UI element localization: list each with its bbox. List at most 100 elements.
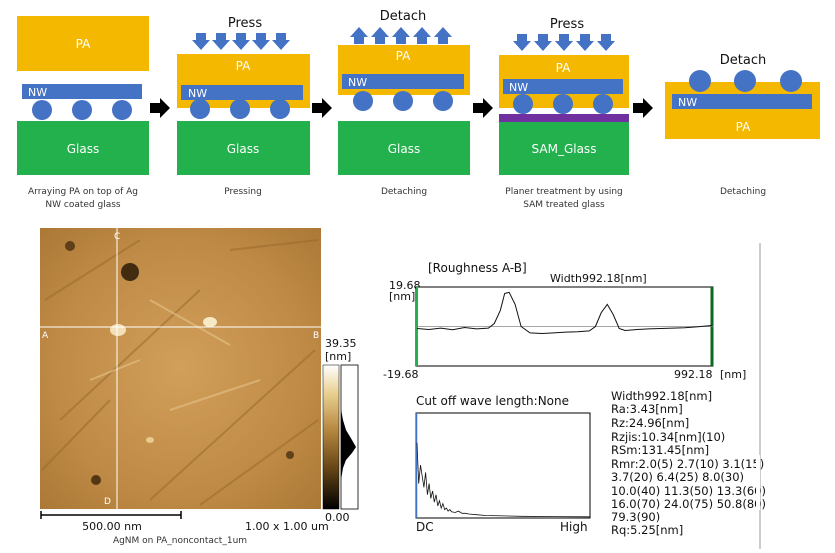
- x-max-label: 992.18: [674, 368, 713, 381]
- stat-line: 79.3(90): [611, 510, 660, 524]
- stat-line: Rmr:2.0(5) 2.7(10) 3.1(15): [611, 457, 764, 471]
- pa-block: [17, 16, 149, 71]
- stat-line: Rz:24.96[nm]: [611, 416, 689, 430]
- nw-strip: [672, 94, 812, 109]
- spectrum-plot-frame: [415, 412, 591, 519]
- roughness-title: [Roughness A-B]: [428, 261, 527, 275]
- stats-clip: [756, 455, 760, 510]
- detach-label: Detach: [720, 53, 766, 68]
- glass-block: [177, 121, 310, 175]
- up-arrow-icon: [413, 27, 431, 44]
- nw-strip: [22, 84, 142, 99]
- y-min-label: -19.68: [383, 368, 418, 381]
- nanowire-dot: [230, 99, 250, 119]
- step-4: Press PA NW SAM_Glass Planer treatment b…: [499, 17, 629, 210]
- spectrum-series-line: [416, 442, 591, 518]
- glass-label: Glass: [67, 142, 100, 156]
- sam-layer: [499, 114, 629, 122]
- step-caption: NW coated glass: [45, 200, 121, 210]
- afm-scan: [40, 228, 321, 509]
- afm-texture: [41, 239, 319, 506]
- nanowire-dot: [513, 94, 533, 114]
- marker-b: B: [313, 331, 319, 341]
- up-arrow-icon: [392, 27, 410, 44]
- y-unit-label: [nm]: [389, 290, 415, 303]
- scale-bar-label: 500.00 nm: [82, 520, 142, 533]
- step-caption: Planer treatment by using: [505, 187, 622, 197]
- nw-label: NW: [188, 87, 207, 100]
- roughness-stats: Width992.18[nm] Ra:3.43[nm] Rz:24.96[nm]…: [611, 389, 766, 537]
- step-caption: SAM treated glass: [523, 200, 605, 210]
- glass-label: Glass: [388, 142, 421, 156]
- step-3: Detach PA NW Glass Detaching: [338, 9, 470, 197]
- press-label: Press: [228, 16, 262, 31]
- x-unit-label: [nm]: [720, 368, 746, 381]
- nanowire-dot: [689, 70, 711, 92]
- nanowire-dot: [734, 70, 756, 92]
- step-caption: Pressing: [224, 187, 262, 197]
- step-2: Press PA NW Glass Pressing: [177, 16, 310, 197]
- step-1: PA NW Glass Arraying PA on top of Ag NW …: [17, 16, 149, 210]
- roughness-profile: [Roughness A-B] Width992.18[nm] 19.68 [n…: [383, 261, 746, 381]
- process-arrow: [312, 98, 332, 118]
- detach-label: Detach: [380, 9, 426, 24]
- pa-label: PA: [736, 120, 751, 134]
- marker-a: A: [42, 331, 49, 341]
- up-arrow-icon: [371, 27, 389, 44]
- stat-line: Width992.18[nm]: [611, 389, 712, 403]
- down-arrow-icon: [576, 34, 594, 51]
- step-caption: Detaching: [720, 187, 766, 197]
- stat-line: 16.0(70) 24.0(75) 50.8(80): [611, 497, 766, 511]
- nanowire-dot: [190, 99, 210, 119]
- afm-caption: AgNM on PA_noncontact_1um: [113, 536, 247, 546]
- process-arrow: [633, 98, 653, 118]
- roughness-width: Width992.18[nm]: [550, 272, 647, 285]
- process-arrow: [150, 98, 170, 118]
- afm-particle: [203, 317, 217, 327]
- nanowire-dot: [353, 91, 373, 111]
- down-arrow-icon: [192, 33, 210, 50]
- down-arrow-icon: [555, 34, 573, 51]
- y-max-label: 19.68: [389, 279, 421, 292]
- afm-image: A B C D 39.35 [nm] 0.00 500.00 nm 1.00 x…: [40, 228, 359, 546]
- nw-strip: [181, 85, 303, 100]
- glass-label: Glass: [227, 142, 260, 156]
- nw-strip: [503, 79, 623, 94]
- spectrum-high-label: High: [560, 520, 588, 534]
- glass-block: [17, 121, 149, 175]
- stat-line: RSm:131.45[nm]: [611, 443, 709, 457]
- marker-c: C: [114, 232, 120, 242]
- spectrum-low-label: DC: [416, 520, 434, 534]
- pa-label: PA: [556, 61, 571, 75]
- up-arrow-icon: [350, 27, 368, 44]
- nanowire-dot: [270, 99, 290, 119]
- marker-d: D: [104, 497, 111, 507]
- nw-strip: [342, 74, 464, 89]
- down-arrow-icon: [513, 34, 531, 51]
- nanowire-dot: [393, 91, 413, 111]
- stat-line: Rq:5.25[nm]: [611, 523, 683, 537]
- step-caption: Arraying PA on top of Ag: [28, 187, 138, 197]
- down-arrow-icon: [534, 34, 552, 51]
- step-caption: Detaching: [381, 187, 427, 197]
- down-arrow-icon: [252, 33, 270, 50]
- spectrum-panel: Cut off wave length:None DC High: [415, 394, 591, 534]
- down-arrow-icon: [597, 34, 615, 51]
- press-label: Press: [550, 17, 584, 32]
- cutoff-label: Cut off wave length:None: [416, 394, 569, 408]
- process-arrow: [473, 98, 493, 118]
- colorbar: [322, 364, 340, 510]
- stat-line: 3.7(20) 6.4(25) 8.0(30): [611, 470, 744, 484]
- nanowire-dot: [433, 91, 453, 111]
- nw-label: NW: [678, 96, 697, 109]
- nw-label: NW: [509, 81, 528, 94]
- pa-label: PA: [396, 49, 411, 63]
- up-arrow-icon: [434, 27, 452, 44]
- colorbar-min: 0.00: [325, 511, 350, 524]
- stat-line: 10.0(40) 11.3(50) 13.3(60): [611, 484, 766, 498]
- nanowire-dot: [553, 94, 573, 114]
- down-arrow-icon: [272, 33, 290, 50]
- down-arrow-icon: [232, 33, 250, 50]
